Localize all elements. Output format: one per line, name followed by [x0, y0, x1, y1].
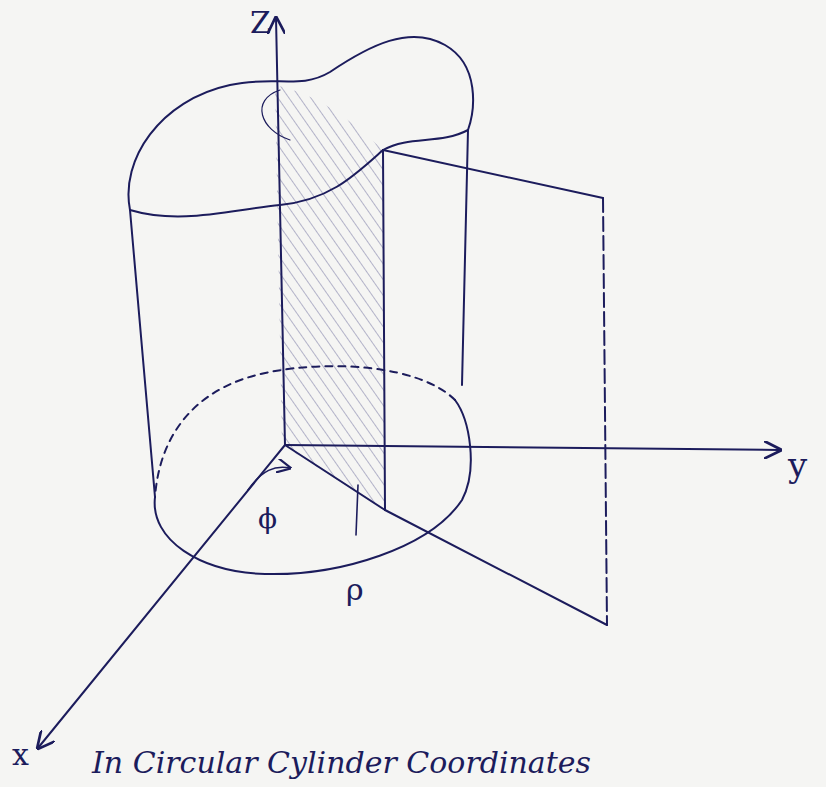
cylinder-side	[130, 210, 155, 497]
base-circle-hidden	[155, 366, 455, 497]
phi-arc	[248, 467, 290, 490]
y-axis	[285, 445, 780, 450]
axis-label: ρ	[346, 575, 364, 605]
plane-edge	[383, 150, 603, 198]
axis-label: Z	[250, 8, 271, 38]
plane-edge	[603, 198, 607, 625]
axis-label: x	[12, 740, 29, 770]
caption: In Circular Cylinder Coordinates	[92, 748, 591, 778]
rho-tick	[356, 485, 358, 535]
radius-line	[285, 445, 385, 510]
z-axis	[276, 18, 285, 445]
cap-detail	[262, 90, 290, 140]
axis-label: y	[788, 448, 807, 482]
top-cap	[128, 37, 473, 217]
axis-label: ϕ	[258, 505, 277, 533]
plane-edge	[383, 150, 385, 510]
plane-edge	[385, 510, 607, 625]
